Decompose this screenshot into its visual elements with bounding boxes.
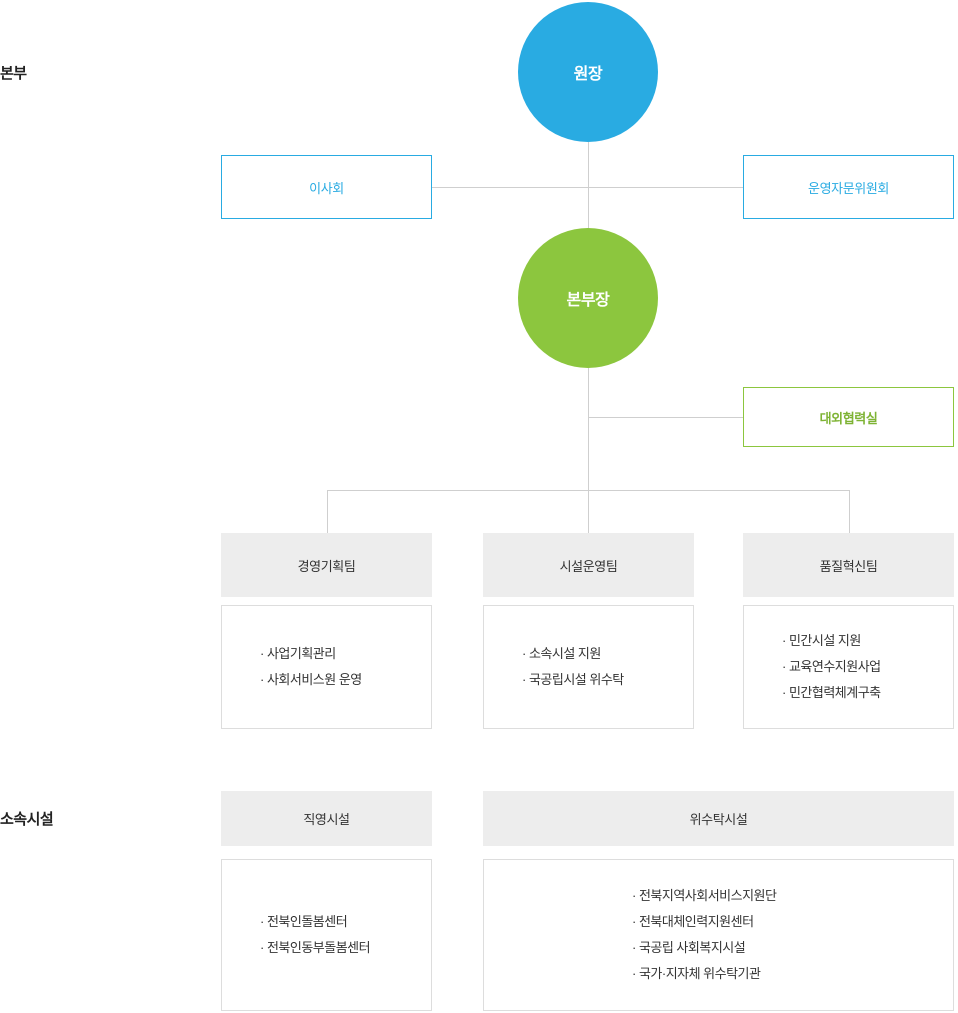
list-item: · 국공립시설 위수탁 xyxy=(522,672,624,687)
list-item: · 전북인돌봄센터 xyxy=(260,914,348,929)
facility-header-entrusted[interactable]: 위수탁시설 xyxy=(483,791,954,846)
connector-drop-team-0 xyxy=(327,490,328,533)
connector-board-to-advisory xyxy=(432,187,743,188)
section-label-headquarters: 본부 xyxy=(0,65,27,82)
connector-drop-team-1 xyxy=(588,490,589,533)
team-item-list: · 소속시설 지원 · 국공립시설 위수탁 xyxy=(484,641,693,693)
list-item: · 소속시설 지원 xyxy=(522,646,601,661)
team-item-list: · 민간시설 지원 · 교육연수지원사업 · 민간협력체계구축 xyxy=(744,628,953,706)
list-item: · 사회서비스원 운영 xyxy=(260,672,362,687)
list-item: · 민간협력체계구축 xyxy=(782,685,881,700)
team-body-management-planning: · 사업기획관리 · 사회서비스원 운영 xyxy=(221,605,432,729)
list-item: · 전북지역사회서비스지원단 xyxy=(632,888,777,903)
team-header-facility-operation[interactable]: 시설운영팀 xyxy=(483,533,694,597)
list-item: · 전북대체인력지원센터 xyxy=(632,914,754,929)
facility-item-list: · 전북인돌봄센터 · 전북인동부돌봄센터 xyxy=(222,909,431,961)
connector-chief-down xyxy=(588,368,589,491)
facility-item-list: · 전북지역사회서비스지원단 · 전북대체인력지원센터 · 국공립 사회복지시설… xyxy=(484,883,953,987)
node-board[interactable]: 이사회 xyxy=(221,155,432,219)
team-item-list: · 사업기획관리 · 사회서비스원 운영 xyxy=(222,641,431,693)
connector-director-to-chief xyxy=(588,142,589,228)
facility-header-direct-operation[interactable]: 직영시설 xyxy=(221,791,432,846)
team-body-quality-innovation: · 민간시설 지원 · 교육연수지원사업 · 민간협력체계구축 xyxy=(743,605,954,729)
node-external-cooperation-office[interactable]: 대외협력실 xyxy=(743,387,954,447)
list-item: · 국가·지자체 위수탁기관 xyxy=(632,966,761,981)
facility-body-direct-operation: · 전북인돌봄센터 · 전북인동부돌봄센터 xyxy=(221,859,432,1011)
list-item: · 사업기획관리 xyxy=(260,646,336,661)
connector-chief-to-external xyxy=(588,417,743,418)
connector-drop-team-2 xyxy=(849,490,850,533)
node-director[interactable]: 원장 xyxy=(518,2,658,142)
facility-body-entrusted: · 전북지역사회서비스지원단 · 전북대체인력지원센터 · 국공립 사회복지시설… xyxy=(483,859,954,1011)
team-header-quality-innovation[interactable]: 품질혁신팀 xyxy=(743,533,954,597)
list-item: · 교육연수지원사업 xyxy=(782,659,881,674)
list-item: · 민간시설 지원 xyxy=(782,633,861,648)
team-body-facility-operation: · 소속시설 지원 · 국공립시설 위수탁 xyxy=(483,605,694,729)
node-head-office-chief[interactable]: 본부장 xyxy=(518,228,658,368)
node-advisory-committee[interactable]: 운영자문위원회 xyxy=(743,155,954,219)
section-label-facilities: 소속시설 xyxy=(0,811,54,828)
team-header-management-planning[interactable]: 경영기획팀 xyxy=(221,533,432,597)
list-item: · 전북인동부돌봄센터 xyxy=(260,940,371,955)
list-item: · 국공립 사회복지시설 xyxy=(632,940,746,955)
